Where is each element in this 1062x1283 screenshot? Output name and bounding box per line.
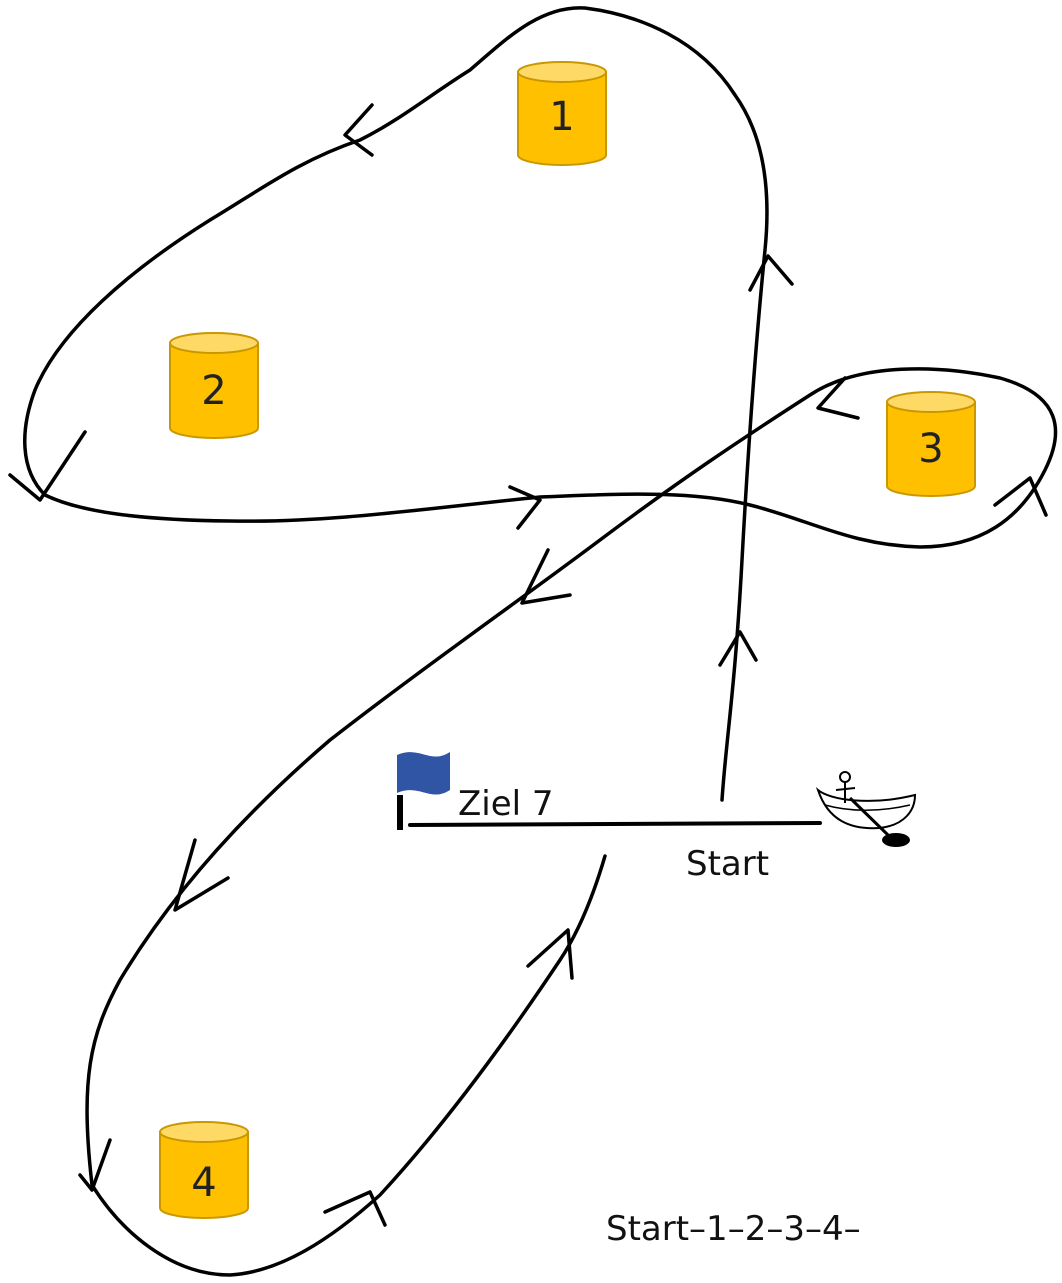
arrow-left-top: [343, 103, 374, 157]
arrow-up-return: [526, 928, 574, 980]
arrow-right-bottom: [508, 485, 542, 530]
start-label: Start: [686, 844, 769, 884]
buoy-2: 2: [169, 332, 259, 439]
finish-flag-icon: [397, 752, 450, 830]
buoy-2-label: 2: [201, 368, 226, 414]
buoy-1-label: 1: [549, 94, 574, 140]
arrow-up-start: [718, 630, 758, 667]
route-label: Start–1–2–3–4–: [606, 1209, 861, 1249]
buoy-3-label: 3: [918, 426, 943, 472]
arrow-down-left: [8, 430, 87, 502]
arrow-up-buoy3: [993, 476, 1048, 517]
buoy-4-label: 4: [191, 1160, 216, 1206]
buoy-4: 4: [159, 1121, 249, 1219]
course-path: [23, 6, 1058, 1277]
start-finish-line: [408, 821, 822, 827]
arrow-up-right-leg: [748, 254, 794, 292]
buoy-1: 1: [517, 61, 607, 166]
arrow-left-buoy3: [816, 376, 860, 420]
rowing-boat-icon: [815, 771, 917, 847]
buoy-3: 3: [886, 391, 976, 497]
arrow-right-buoy4: [323, 1190, 387, 1227]
arrow-down-buoy4: [78, 1138, 112, 1192]
arrow-down-diagonal: [520, 548, 572, 605]
finish-label: Ziel 7: [458, 784, 554, 824]
arrow-down-left-lower: [173, 838, 230, 912]
